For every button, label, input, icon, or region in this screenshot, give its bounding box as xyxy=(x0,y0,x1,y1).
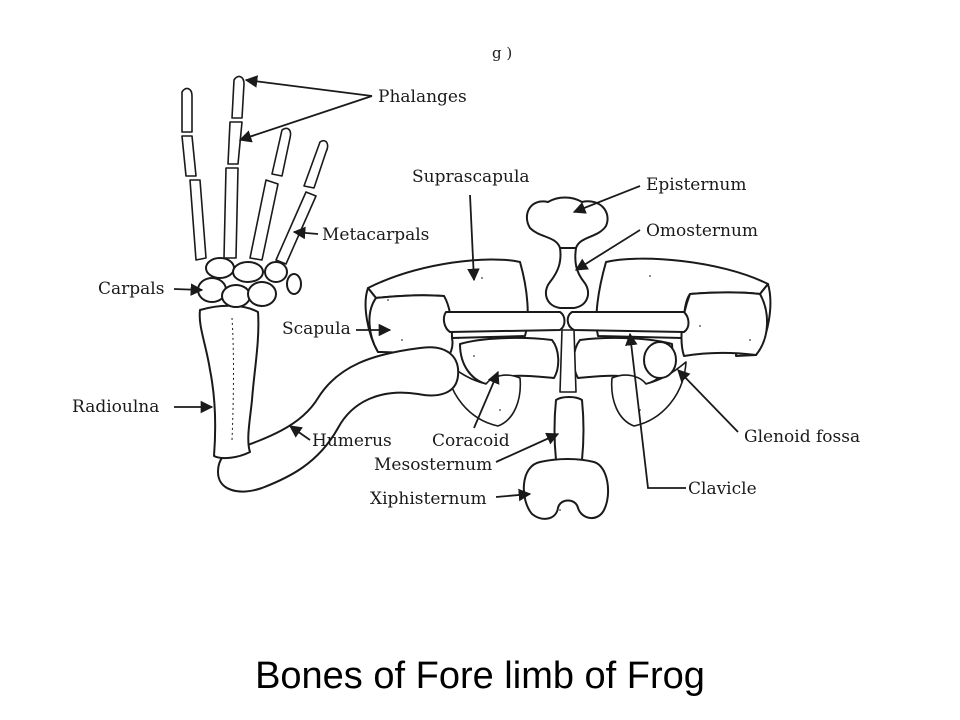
label-scapula: Scapula xyxy=(282,319,351,339)
left-girdle-lobe xyxy=(445,361,522,427)
label-radioulna: Radioulna xyxy=(72,397,159,417)
right-girdle-lobe xyxy=(610,361,687,427)
metacarpals-group xyxy=(189,167,317,265)
figure-caption: Bones of Fore limb of Frog xyxy=(255,655,705,697)
right-scapula xyxy=(680,291,769,357)
label-glenoid-fossa: Glenoid fossa xyxy=(744,427,860,447)
mesosternum-shape xyxy=(553,396,585,461)
label-clavicle: Clavicle xyxy=(688,479,757,499)
label-xiphisternum: Xiphisternum xyxy=(370,489,487,509)
label-coracoid: Coracoid xyxy=(432,431,510,451)
left-clavicle xyxy=(442,311,566,333)
label-omosternum: Omosternum xyxy=(646,221,758,241)
girdle-stippling xyxy=(387,275,751,511)
label-episternum: Episternum xyxy=(646,175,747,195)
omosternum-shape xyxy=(544,247,590,309)
episternum-shape xyxy=(525,196,609,249)
label-suprascapula: Suprascapula xyxy=(412,167,530,187)
label-metacarpals: Metacarpals xyxy=(322,225,429,245)
xiphisternum-shape xyxy=(522,458,610,520)
forelimb xyxy=(181,75,460,493)
label-humerus: Humerus xyxy=(312,431,392,451)
left-coracoid xyxy=(459,336,560,385)
humerus-shape xyxy=(217,346,460,493)
radioulna-groove xyxy=(231,317,234,441)
label-carpals: Carpals xyxy=(98,279,164,299)
carpals-group xyxy=(197,257,302,308)
radioulna-shape xyxy=(198,304,260,460)
sternal-column xyxy=(559,329,577,393)
label-mesosternum: Mesosternum xyxy=(374,455,492,475)
labels: Phalanges Metacarpals Carpals Radioulna … xyxy=(72,87,860,509)
pectoral-girdle xyxy=(364,196,772,520)
phalanges-group xyxy=(181,75,329,189)
label-phalanges: Phalanges xyxy=(378,87,467,107)
right-clavicle xyxy=(566,311,690,333)
scan-fragment: g ) xyxy=(492,44,512,62)
leader-lines xyxy=(173,75,739,502)
glenoid-fossa-shape xyxy=(643,341,677,379)
left-scapula xyxy=(368,294,454,361)
